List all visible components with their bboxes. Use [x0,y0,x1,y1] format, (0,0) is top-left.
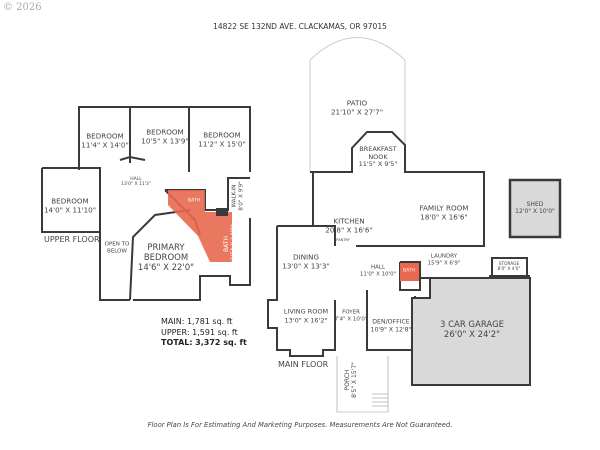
main-sqft: MAIN: 1,781 sq. ft [161,317,233,326]
room-upper-bath: BATH [188,198,200,204]
disclaimer: Floor Plan Is For Estimating And Marketi… [147,421,453,429]
porch-steps [336,356,389,413]
square-footage-summary: MAIN: 1,781 sq. ft UPPER: 1,591 sq. ft T… [161,317,247,349]
garage-floor [411,277,531,386]
upper-walkin-closet [216,208,228,216]
upper-sqft: UPPER: 1,591 sq. ft [161,327,238,337]
upper-bath-floor [168,190,232,262]
main-bath-floor [400,263,419,281]
upper-floor-label: UPPER FLOOR [44,235,100,244]
room-pantry: PANTRY [336,237,350,242]
room-main-bath: BATH [403,268,415,274]
address-header: 14822 SE 132ND AVE. CLACKAMAS, OR 97015 [213,22,387,31]
main-floor-label: MAIN FLOOR [278,360,329,369]
upper-floor-walls [41,106,251,301]
copyright-watermark: © 2026 [3,2,42,13]
total-sqft: TOTAL: 3,372 sq. ft [161,338,247,347]
